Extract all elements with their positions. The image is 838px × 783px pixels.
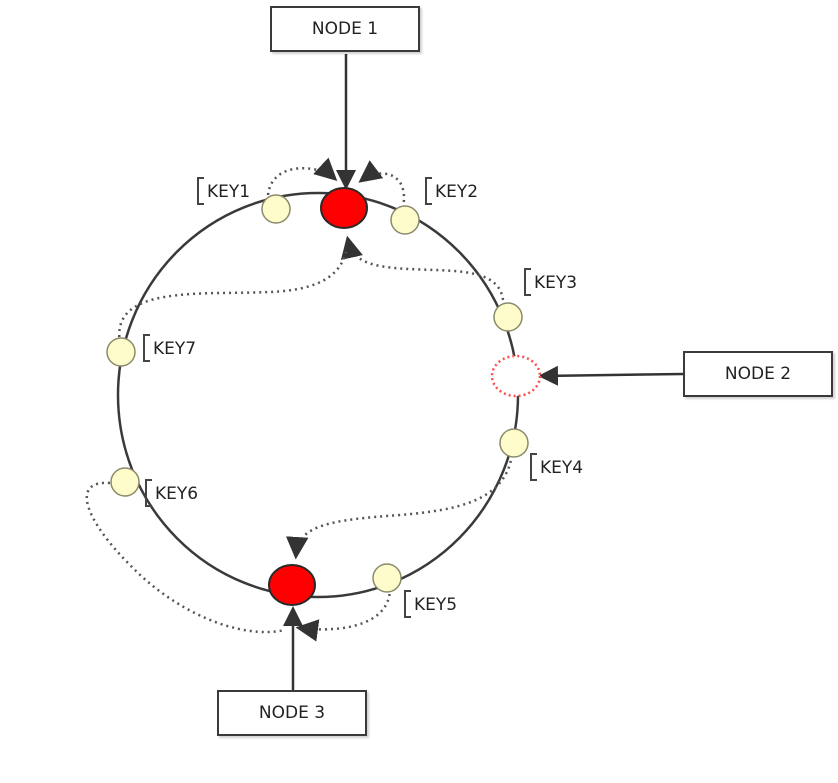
node2-label: NODE 2	[724, 364, 792, 384]
node1-box: NODE 1	[270, 6, 420, 52]
key5-label: KEY5	[404, 590, 458, 618]
key6-marker	[110, 467, 140, 497]
node2-arrow	[538, 365, 684, 386]
key1-label: KEY1	[197, 177, 251, 205]
key6-label: KEY6	[145, 479, 199, 507]
key5-marker	[372, 563, 402, 593]
key7-label: KEY7	[143, 334, 197, 362]
key1-marker	[261, 194, 291, 224]
key3-marker	[493, 302, 523, 332]
key1-to-node1-path	[266, 157, 338, 196]
key2-text: KEY2	[435, 182, 479, 202]
key4-marker	[499, 428, 529, 458]
key-markers	[106, 194, 529, 593]
key3-text: KEY3	[534, 273, 578, 293]
key3-bracket	[524, 268, 531, 296]
hash-ring	[116, 191, 520, 599]
key2-to-node1-path	[358, 160, 406, 209]
node3-label: NODE 3	[258, 703, 326, 723]
key5-bracket	[404, 590, 411, 618]
node3-marker	[268, 564, 316, 606]
key5-to-node3-path	[295, 587, 392, 642]
key6-bracket	[145, 479, 152, 507]
key-mapping-paths	[85, 157, 514, 642]
node-arrows	[283, 54, 684, 690]
key2-marker	[390, 205, 420, 235]
key7-marker	[106, 337, 136, 367]
key4-text: KEY4	[540, 458, 584, 478]
key7-to-node1-path	[118, 251, 348, 344]
key4-to-node3-path	[285, 454, 514, 560]
key7-text: KEY7	[153, 339, 197, 359]
key6-text: KEY6	[155, 484, 199, 504]
node1-label: NODE 1	[311, 19, 379, 39]
node2-removed-marker	[490, 354, 542, 398]
key7-bracket	[143, 334, 150, 362]
key1-bracket	[197, 177, 204, 205]
node2-box: NODE 2	[683, 351, 833, 397]
key5-text: KEY5	[414, 595, 458, 615]
key3-label: KEY3	[524, 268, 578, 296]
key4-label: KEY4	[530, 453, 584, 481]
key2-bracket	[425, 177, 432, 205]
key1-text: KEY1	[207, 182, 251, 202]
key2-label: KEY2	[425, 177, 479, 205]
node1-marker	[320, 187, 368, 229]
key3-to-node1-path	[340, 235, 505, 301]
key6-to-node3-path	[85, 481, 286, 634]
node3-box: NODE 3	[217, 690, 367, 736]
key4-bracket	[530, 453, 537, 481]
